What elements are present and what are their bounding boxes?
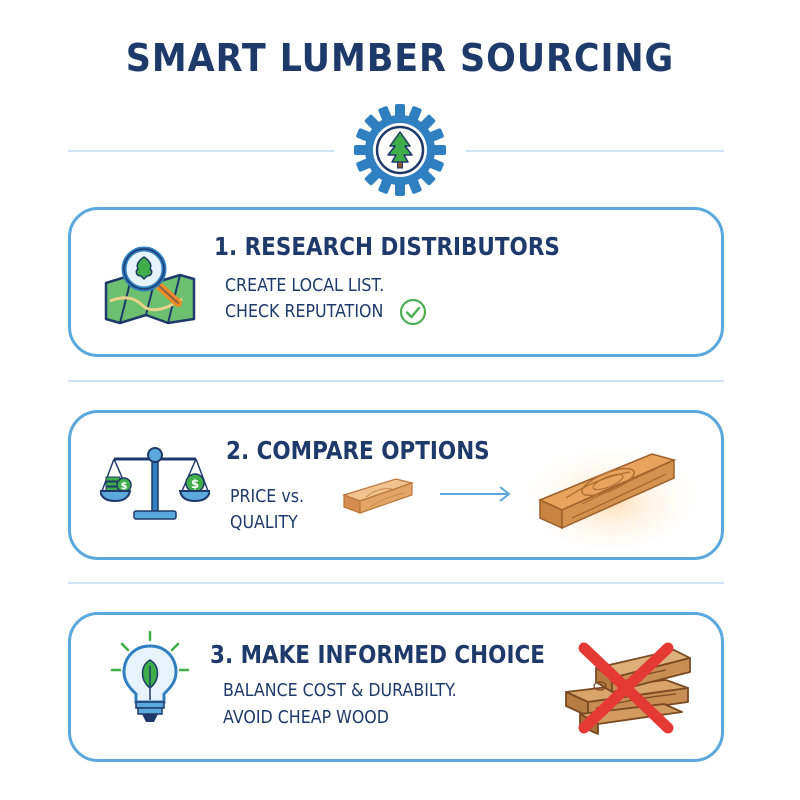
- large-plank-icon: [526, 438, 696, 548]
- svg-text:$: $: [191, 477, 199, 491]
- small-plank-icon: [340, 473, 416, 519]
- header-divider-right: [466, 150, 724, 152]
- cheap-wood-icon: [556, 640, 696, 736]
- svg-text:$: $: [121, 481, 128, 492]
- divider-1: [68, 380, 724, 382]
- step-3-line-2: AVOID CHEAP WOOD: [223, 707, 389, 728]
- check-circle-icon: [398, 297, 428, 327]
- step-2-title: 2. COMPARE OPTIONS: [226, 436, 490, 465]
- map-magnifier-icon: [102, 245, 198, 325]
- page-title: SMART LUMBER SOURCING: [125, 36, 675, 80]
- balance-scale-icon: $ $: [100, 443, 210, 527]
- step-3-title: 3. MAKE INFORMED CHOICE: [210, 640, 545, 669]
- step-2-line-1: PRICE vs.: [230, 486, 305, 507]
- step-2-line-2: QUALITY: [230, 512, 298, 533]
- step-1-line-1: CREATE LOCAL LIST.: [225, 275, 385, 296]
- divider-2: [68, 582, 724, 584]
- arrow-right-icon: [438, 484, 514, 504]
- step-1-title: 1. RESEARCH DISTRIBUTORS: [214, 232, 560, 261]
- gear-tree-icon: [352, 102, 448, 198]
- step-1-line-2: CHECK REPUTATION: [225, 301, 384, 322]
- step-3-line-1: BALANCE COST & DURABILTY.: [223, 680, 457, 701]
- lightbulb-leaf-icon: [108, 630, 192, 730]
- header-divider-left: [68, 150, 334, 152]
